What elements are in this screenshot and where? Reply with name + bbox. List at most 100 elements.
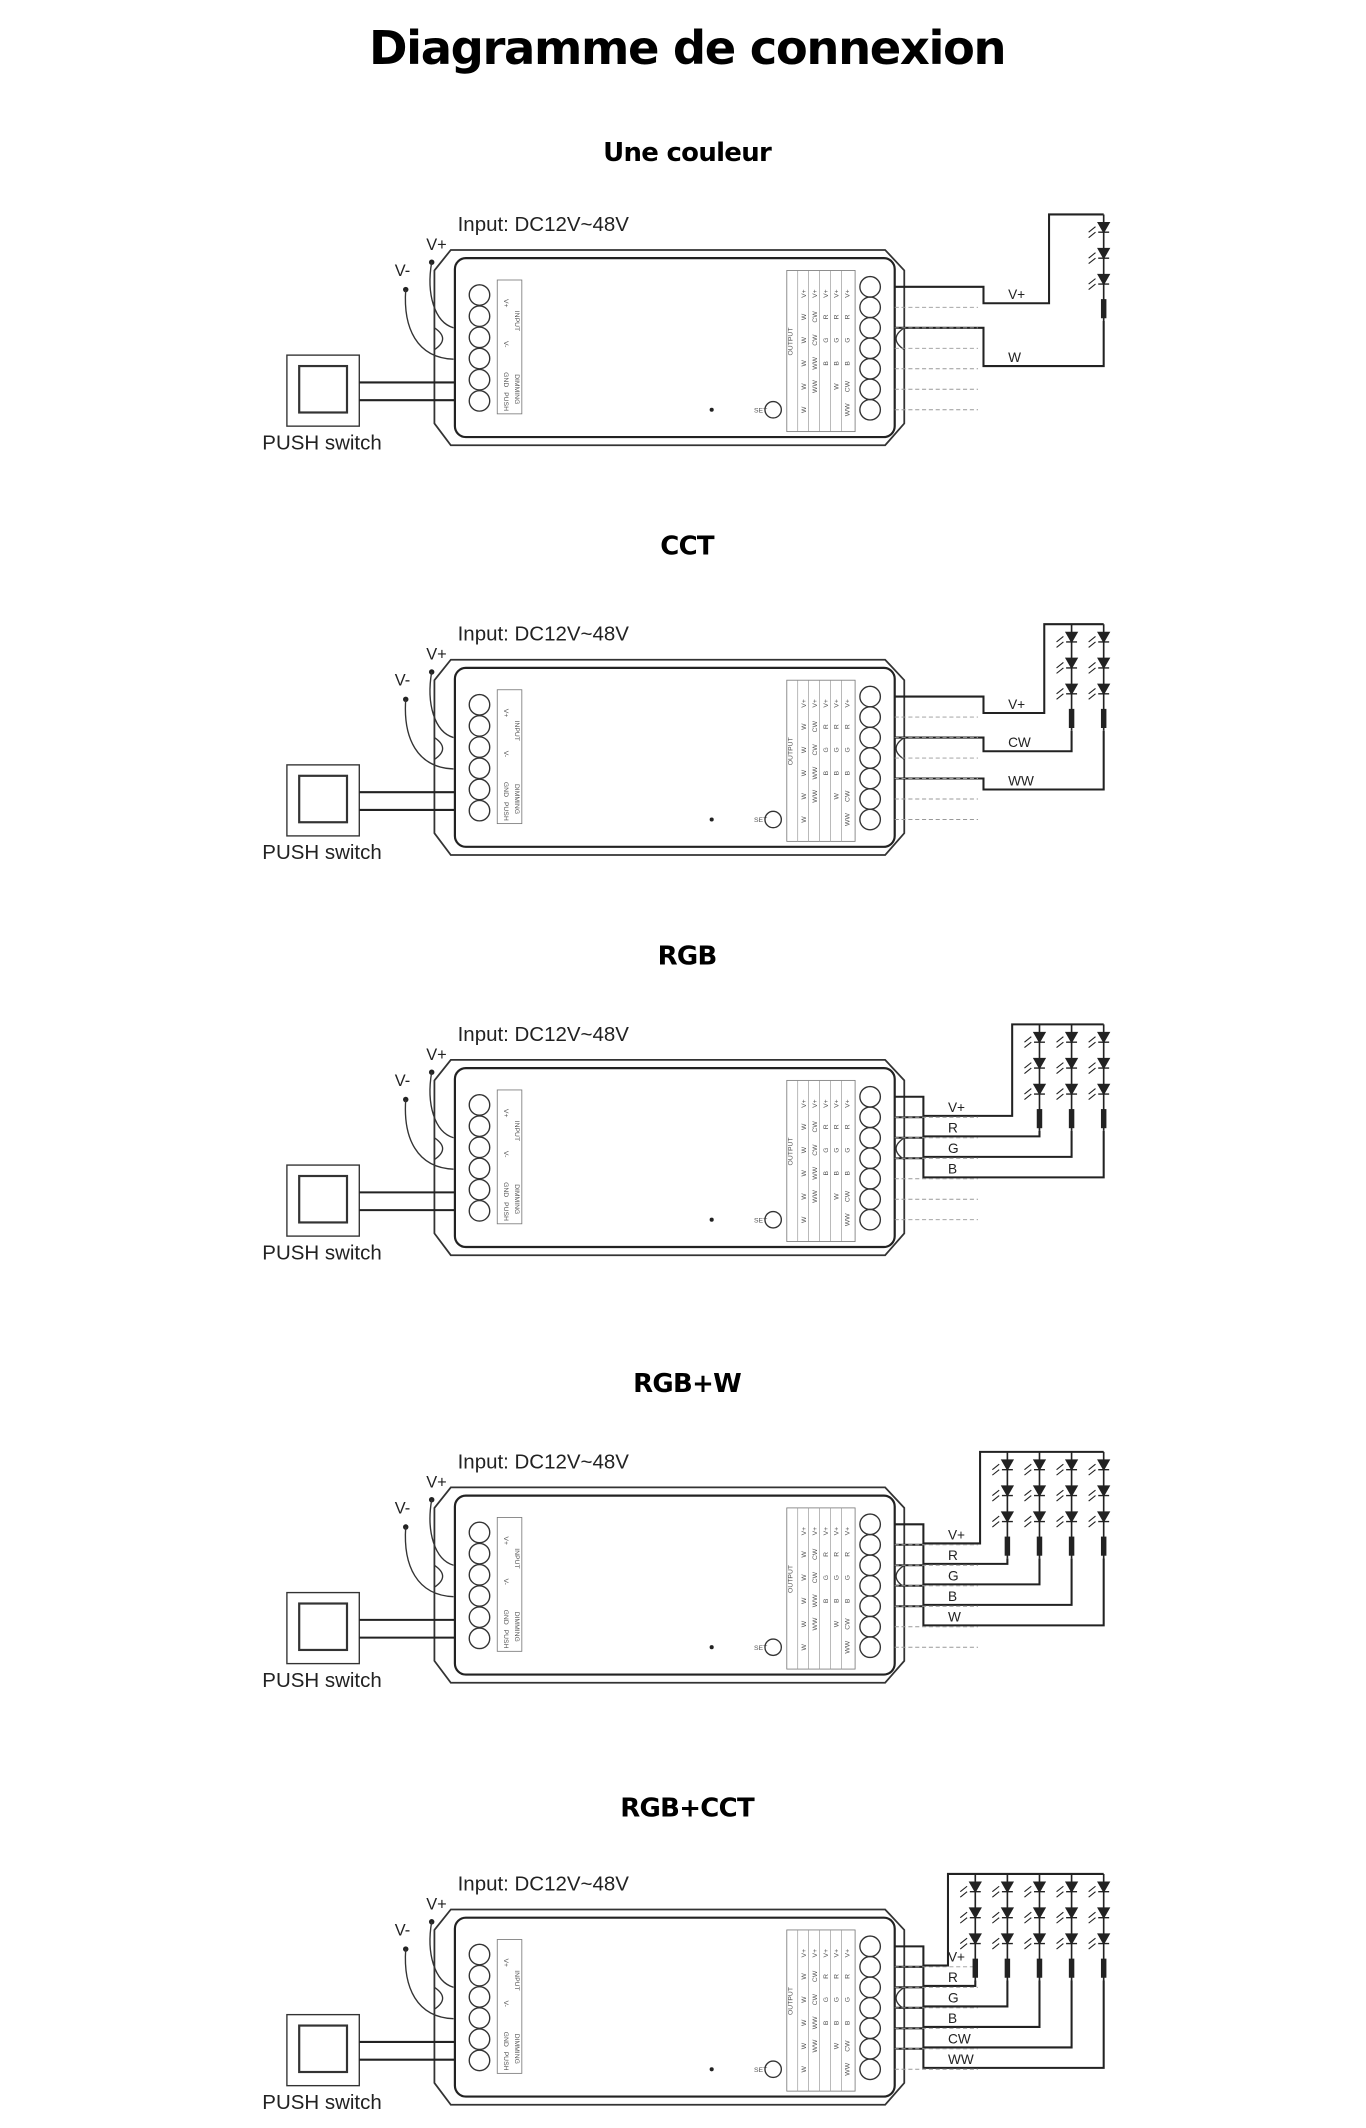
- output-cell: W: [801, 2019, 808, 2026]
- output-cell: V+: [801, 1099, 808, 1108]
- output-terminal: [859, 1188, 882, 1211]
- light-emission-icon: [1088, 1088, 1096, 1100]
- led-strip-column: [1024, 1024, 1047, 1131]
- input-terminal: [468, 1985, 491, 2008]
- input-block-label: DIMMING: [513, 2034, 520, 2064]
- output-cell: W: [801, 746, 808, 753]
- output-cell: B: [845, 361, 852, 366]
- channel-label: B: [948, 1589, 957, 1604]
- output-cell: WW: [845, 1640, 852, 1653]
- output-cell: R: [823, 724, 830, 729]
- output-terminal: [859, 1976, 882, 1999]
- output-terminal: [859, 1147, 882, 1170]
- led-resistor-icon: [1100, 299, 1107, 319]
- light-emission-icon: [992, 1515, 1000, 1528]
- output-cell: W: [801, 1973, 808, 1980]
- mounting-notch-right: [895, 1564, 905, 1588]
- output-cell: W: [801, 1169, 808, 1176]
- input-terminal: [468, 1136, 491, 1159]
- output-cell: B: [845, 2020, 852, 2025]
- output-terminal: [859, 1595, 882, 1618]
- vplus-terminal-dot: [428, 1069, 435, 1075]
- output-cell: WW: [845, 813, 852, 826]
- led-diode-icon: [1097, 247, 1111, 260]
- led-diode-icon: [1064, 1083, 1079, 1096]
- output-cell: V+: [823, 289, 830, 298]
- channel-label: CW: [948, 2031, 971, 2046]
- input-block-label: V-: [502, 1578, 509, 1584]
- channel-label: CW: [1008, 735, 1031, 750]
- output-terminal: [859, 1935, 882, 1958]
- input-block-label: V-: [502, 751, 509, 757]
- push-switch-label: PUSH switch: [262, 841, 381, 864]
- light-emission-icon: [1056, 1515, 1064, 1528]
- vplus-output-wire: [894, 213, 1104, 305]
- mounting-notch-left: [434, 327, 444, 351]
- light-emission-icon: [992, 1489, 1000, 1502]
- output-cell: V+: [823, 699, 830, 708]
- led-diode-icon: [1032, 1511, 1047, 1523]
- output-cell: R: [845, 314, 852, 319]
- led-strip-column: [1056, 1451, 1079, 1559]
- output-label-table: [786, 1079, 856, 1242]
- output-cell: CW: [812, 334, 819, 346]
- vplus-output-wire: [894, 1450, 1104, 1545]
- set-button[interactable]: [764, 1210, 783, 1229]
- output-cell: W: [801, 816, 808, 823]
- vplus-label: V+: [426, 646, 447, 664]
- led-diode-icon: [1064, 1907, 1079, 1920]
- led-resistor-icon: [1068, 1958, 1075, 1978]
- light-emission-icon: [1088, 1911, 1096, 1924]
- light-emission-icon: [959, 1937, 968, 1950]
- output-cell: B: [834, 1171, 841, 1176]
- set-label: SET: [754, 1645, 767, 1652]
- input-terminal: [468, 1199, 491, 1222]
- channel-label: G: [948, 1990, 959, 2005]
- controller-housing: [433, 1908, 906, 2106]
- led-diode-icon: [1064, 631, 1079, 644]
- output-cell: V+: [801, 1949, 808, 1958]
- output-cell: V+: [845, 699, 852, 708]
- output-cell: W: [801, 1123, 808, 1130]
- set-button[interactable]: [764, 2060, 783, 2079]
- led-diode-icon: [1097, 1031, 1111, 1044]
- input-block-label: GND: [502, 2032, 509, 2047]
- input-terminal: [468, 1964, 491, 1987]
- push-switch: [286, 354, 360, 427]
- output-cell: W: [801, 769, 808, 776]
- controller-housing: [433, 249, 906, 447]
- set-button[interactable]: [764, 400, 783, 419]
- mounting-notch-right: [895, 327, 905, 351]
- set-button[interactable]: [764, 1638, 783, 1657]
- output-cell: V+: [834, 289, 841, 298]
- set-button[interactable]: [764, 810, 783, 829]
- output-cell: CW: [812, 1970, 819, 1982]
- output-cell: B: [834, 361, 841, 366]
- status-led-dot: [709, 817, 714, 822]
- output-cell: V+: [845, 1949, 852, 1958]
- led-diode-icon: [1097, 1511, 1111, 1523]
- output-cell: R: [834, 724, 841, 729]
- input-terminal: [468, 326, 491, 349]
- channel-label: B: [948, 1161, 957, 1176]
- output-cell: G: [823, 747, 830, 752]
- light-emission-icon: [1056, 1088, 1064, 1100]
- input-terminal: [468, 1627, 491, 1650]
- input-block-label: V+: [502, 1109, 509, 1118]
- vplus-wire: [429, 262, 454, 329]
- input-block-label: INPUT: [513, 1970, 520, 1990]
- output-cell: R: [823, 1124, 830, 1129]
- led-diode-icon: [1000, 1511, 1015, 1523]
- light-emission-icon: [1056, 1937, 1064, 1950]
- wiring-diagram: Input: DC12V~48VV+V-INPUTV+V-DIMMINGGNDP…: [262, 1450, 1111, 1692]
- input-block-label: GND: [502, 782, 509, 797]
- output-terminal: [859, 2037, 882, 2060]
- push-switch: [286, 2013, 360, 2087]
- output-cell: V+: [812, 699, 819, 708]
- led-strip-column: [1024, 1451, 1047, 1559]
- output-terminal: [859, 706, 882, 728]
- led-diode-icon: [1000, 1933, 1015, 1945]
- output-cell: G: [845, 1997, 852, 2002]
- output-cell: G: [845, 1575, 852, 1580]
